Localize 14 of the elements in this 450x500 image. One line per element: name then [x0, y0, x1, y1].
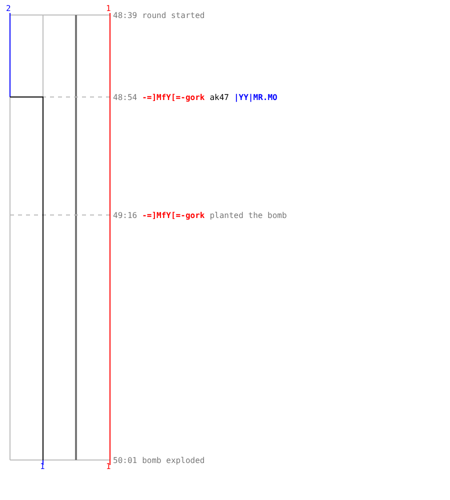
event-text: round started — [142, 11, 205, 20]
count-label: 2 — [6, 4, 11, 13]
timestamp: 49:16 — [113, 211, 138, 220]
weapon-name: ak47 — [210, 93, 229, 102]
event-text: planted the bomb — [210, 211, 287, 220]
timestamp: 50:01 — [113, 456, 138, 465]
timestamp: 48:54 — [113, 93, 138, 102]
timestamp: 48:39 — [113, 11, 138, 20]
player-name: -=]MfY[=-gork — [142, 93, 205, 102]
count-label: 1 — [106, 4, 111, 13]
event-text: bomb exploded — [142, 456, 205, 465]
count-label: 1 — [106, 462, 111, 471]
player-name: |YY|MR.MO — [234, 93, 278, 102]
player-name: -=]MfY[=-gork — [142, 211, 205, 220]
